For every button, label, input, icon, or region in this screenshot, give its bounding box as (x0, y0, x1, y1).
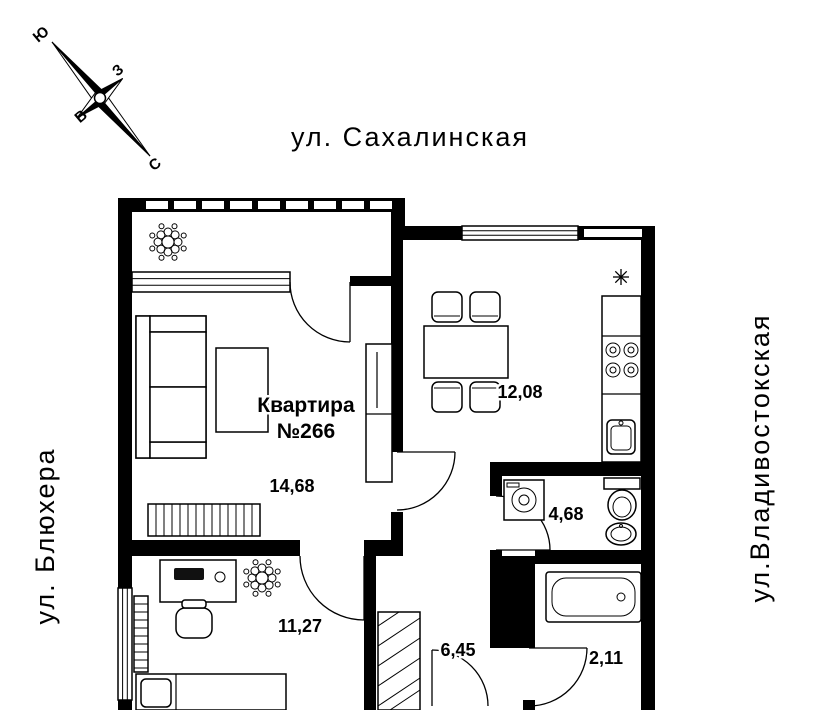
room-area-kitchen: 12,08 (497, 382, 542, 402)
dining-table (423, 325, 509, 379)
dining-chairs (431, 291, 501, 413)
wall-segment (118, 212, 132, 710)
wall-segment (523, 700, 535, 710)
street-label-right: ул.Владивостокская (745, 313, 775, 602)
bathroom-sink (605, 522, 637, 546)
living-room-door (396, 451, 456, 511)
compass-rose: Ю З В С (30, 23, 165, 174)
wall-segment (350, 276, 391, 286)
balcony-door (289, 281, 351, 343)
room-area-hallway: 6,45 (440, 640, 475, 660)
snowflake-icon (613, 269, 629, 285)
wall-segment (132, 540, 300, 556)
street-label-left: ул. Блюхера (30, 447, 60, 624)
apartment-label-line2: №266 (277, 420, 335, 443)
radiator-living (147, 503, 261, 537)
wall-segment (490, 550, 502, 556)
room-area-bathroom: 4,68 (548, 504, 583, 524)
apartment-label-line1: Квартира (257, 394, 355, 417)
kitchen-sink (606, 419, 636, 455)
windows (117, 225, 579, 701)
bedroom-window (117, 587, 133, 701)
plant-icon-balcony (149, 223, 187, 261)
wall-segment (364, 556, 376, 710)
desk (159, 559, 237, 603)
wc-door (528, 647, 588, 707)
doors (289, 281, 588, 707)
desk-chair (175, 599, 213, 639)
coffee-table (215, 347, 269, 433)
desk-keyboard (174, 568, 204, 580)
compass-needle (51, 41, 151, 157)
wardrobe-cabinet (365, 343, 393, 483)
kitchen-window (461, 225, 579, 241)
compass-label-west: З (109, 61, 127, 80)
entrance-door (431, 649, 489, 707)
room-area-wc: 2,11 (589, 648, 623, 668)
living-room-window (131, 271, 291, 293)
wall-segment (490, 462, 655, 476)
compass-label-north: С (145, 154, 164, 174)
toilet (603, 477, 641, 521)
street-label-top: ул. Сахалинская (291, 122, 529, 152)
balcony-glazing (146, 201, 642, 237)
wall-segment (490, 476, 502, 496)
wall-segment (364, 540, 403, 556)
closet-hatched (377, 611, 421, 710)
bed (135, 673, 287, 710)
wall-segment (391, 240, 403, 452)
room-area-bedroom: 11,27 (278, 616, 322, 636)
radiator-bedroom (133, 595, 149, 673)
sofa (135, 315, 207, 459)
wall-segment (535, 550, 655, 564)
compass-label-south: Ю (30, 23, 53, 46)
bathtub (545, 571, 642, 623)
stove-burners (605, 342, 639, 378)
washing-machine (503, 479, 545, 521)
room-area-living-room: 14,68 (269, 476, 314, 496)
plant-icon-bedroom (243, 559, 281, 597)
bedroom-door (299, 555, 365, 621)
wall-segment (523, 564, 535, 648)
